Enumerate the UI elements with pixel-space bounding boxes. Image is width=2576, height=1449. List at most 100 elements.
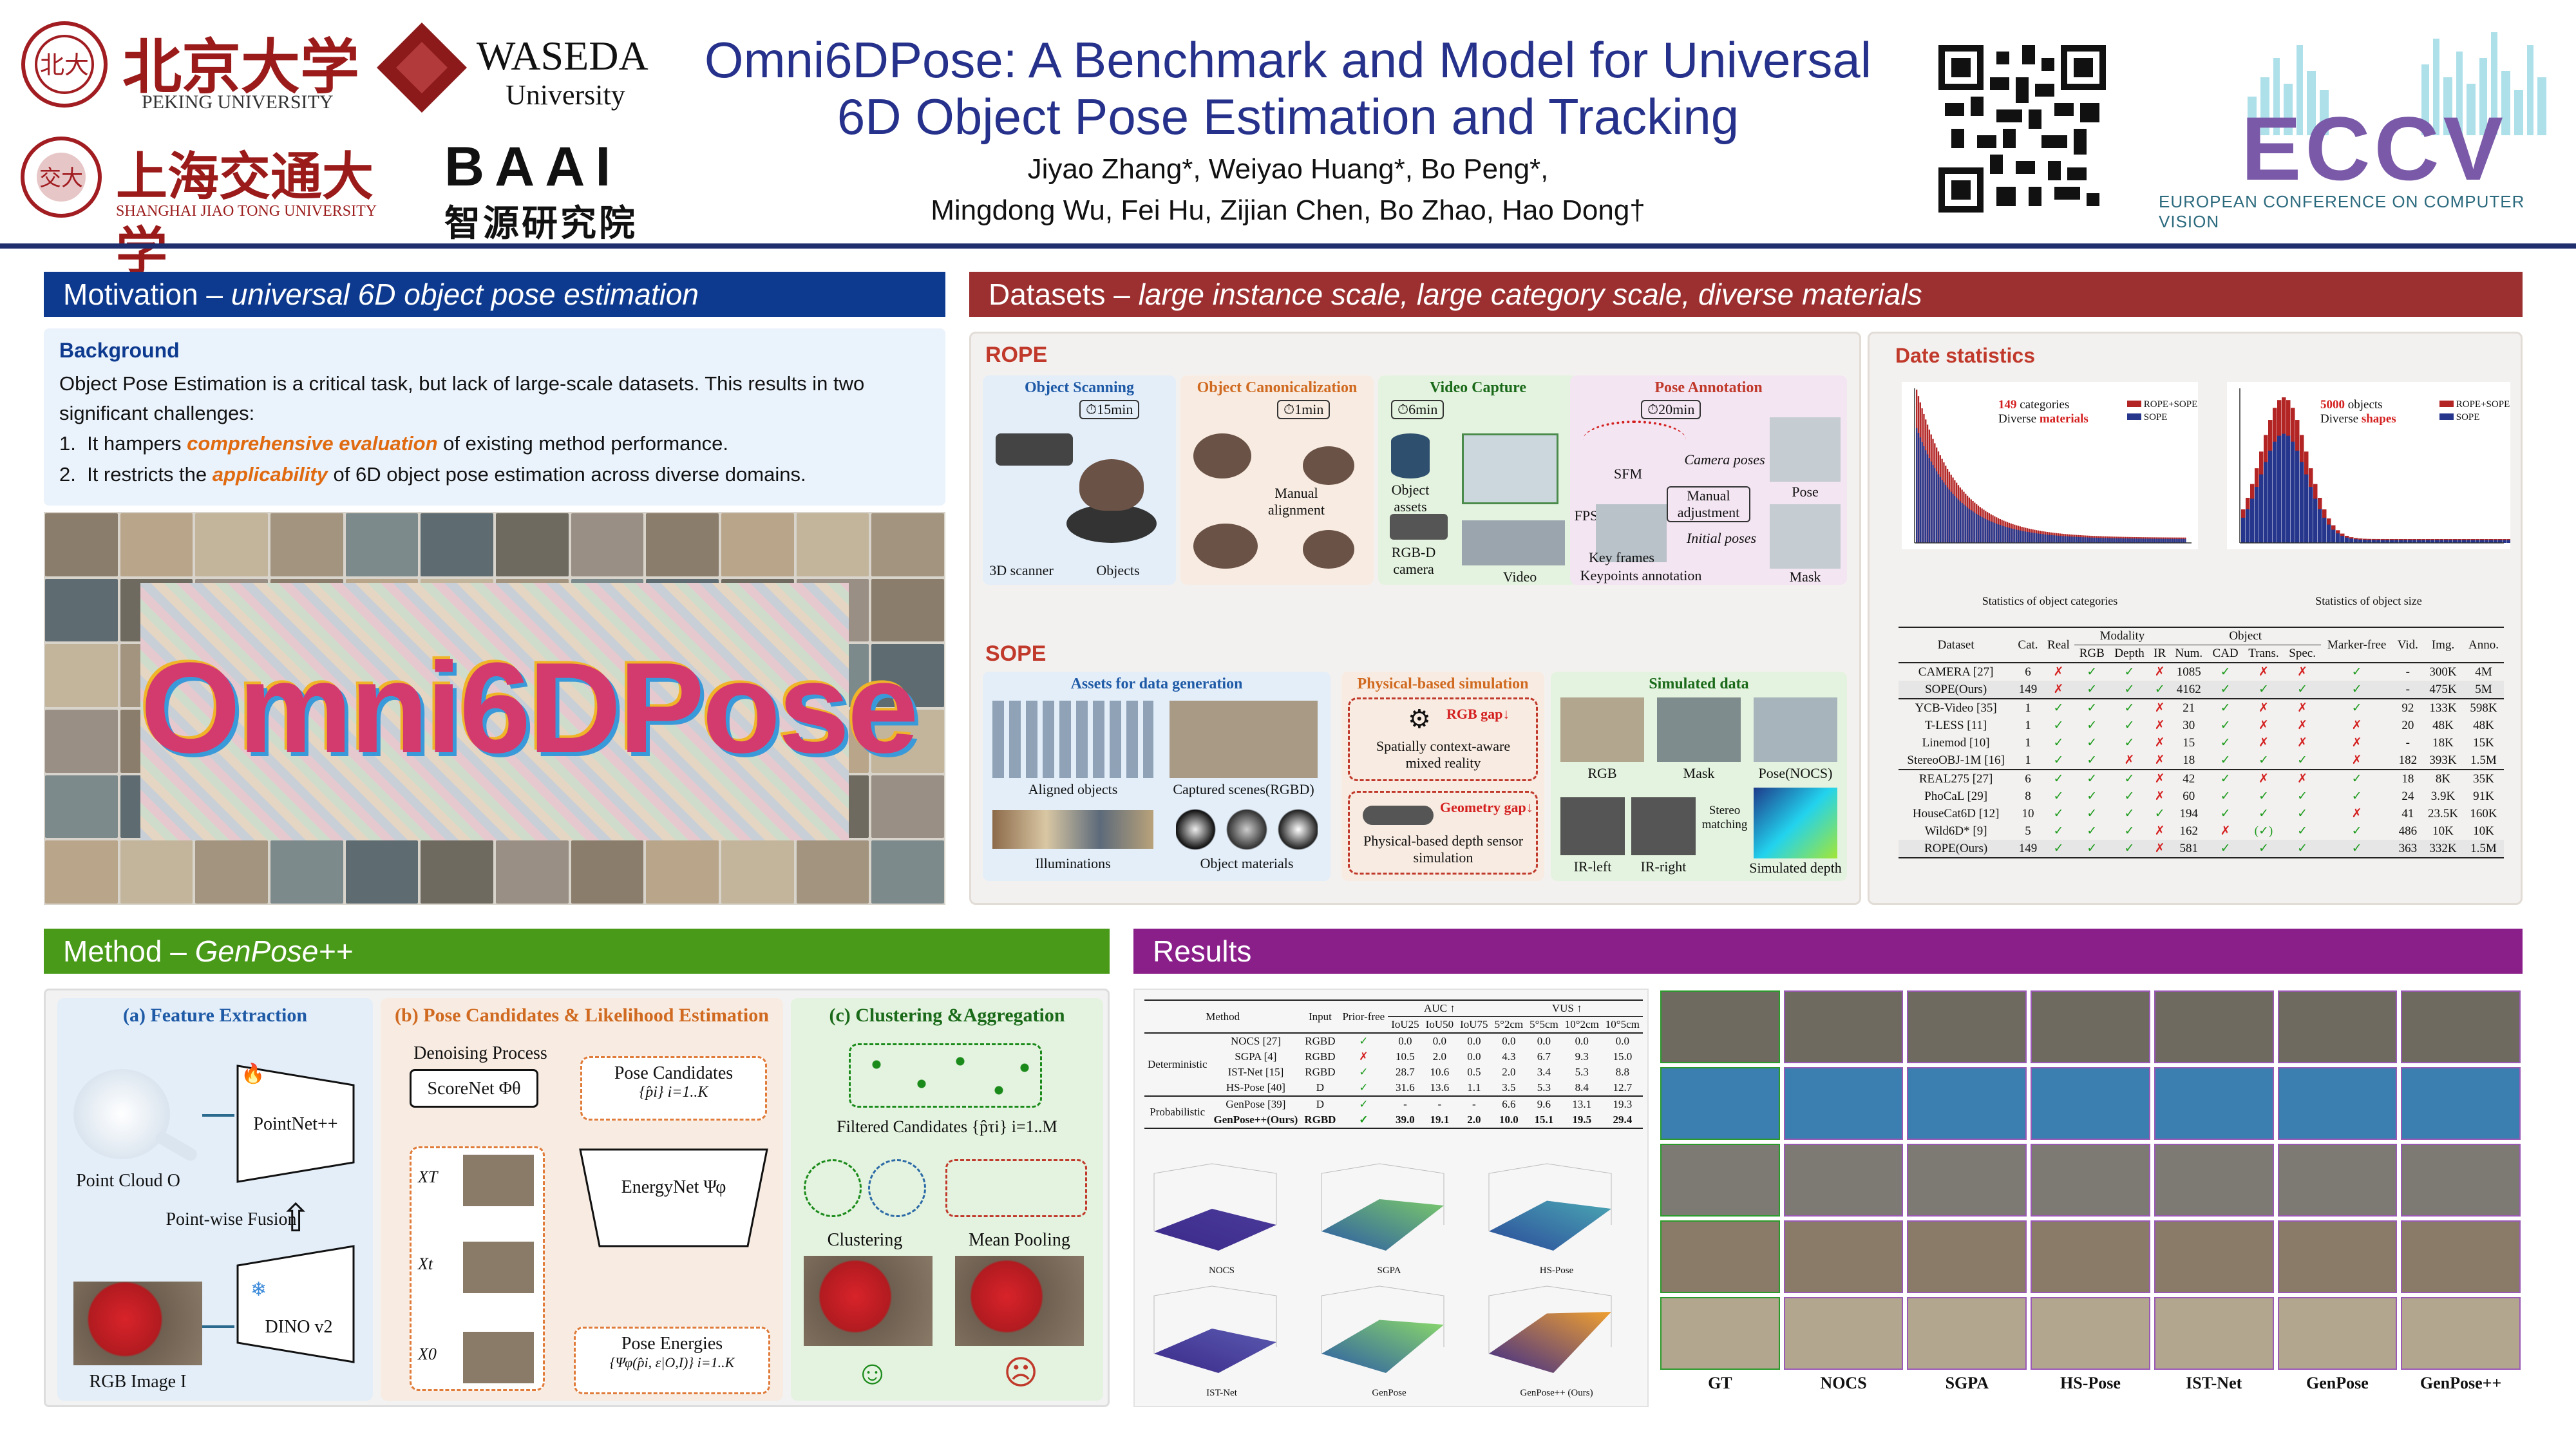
qualitative-column-label: IST-Net <box>2186 1374 2242 1392</box>
mosaic-thumb <box>345 840 419 904</box>
histogram-bar-sope <box>2116 538 2117 543</box>
table-cell: ✓ <box>2124 701 2135 715</box>
canon-teapot-1 <box>1193 433 1251 478</box>
energynet-box: EnergyNet Ψφ <box>621 1177 726 1197</box>
hist2-caption: Statistics of object size <box>2315 594 2422 607</box>
table-cell: 18 <box>2401 772 2414 786</box>
histogram-bar-sope <box>2175 538 2177 543</box>
pose-candidates-box: Pose Candidates {p̂i} i=1..K <box>580 1056 767 1121</box>
table-cell: 0.0 <box>1467 1035 1481 1047</box>
table-cell: ✓ <box>2053 753 2064 767</box>
surface-plot <box>1153 1163 1277 1251</box>
histogram-bar-sope <box>1961 502 1963 543</box>
qualitative-thumb <box>2031 1144 2150 1217</box>
pose-energies-box: Pose Energies {Ψφ(p̂i, ε|O,I)} i=1..K <box>574 1327 770 1394</box>
histogram-bar-sope <box>2300 462 2304 543</box>
qualitative-thumb <box>2154 1297 2274 1370</box>
histogram-bar-sope <box>2096 537 2098 543</box>
histogram-bar-sope <box>2003 526 2005 543</box>
table-cell: 19.1 <box>1430 1113 1450 1126</box>
table-cell: ✓ <box>2087 753 2098 767</box>
histogram-bar-sope <box>2358 539 2363 543</box>
table-cell: ✗ <box>2297 736 2308 750</box>
histogram-bar-sope <box>2439 540 2444 543</box>
table-cell: 29.4 <box>1613 1113 1633 1126</box>
histogram-bar-sope <box>2019 530 2021 543</box>
xt-mid-thumb <box>463 1242 534 1293</box>
qr-code-icon[interactable] <box>1938 45 2106 213</box>
frown-icon: ☹ <box>1003 1354 1039 1392</box>
mosaic-thumb <box>45 513 118 576</box>
histogram-bar-sope <box>2164 538 2166 543</box>
pointnet-encoder <box>236 1065 355 1183</box>
sim-pose-label: Pose(NOCS) <box>1758 765 1833 781</box>
header-divider <box>0 243 2576 249</box>
objects-label: Objects <box>1096 562 1140 578</box>
manual-adjustment-label: Manual adjustment <box>1667 486 1750 522</box>
table-cell: ✓ <box>2053 790 2064 803</box>
table-cell: Probabilistic <box>1150 1106 1206 1118</box>
illuminations-strip <box>992 810 1153 849</box>
table-cell: 1 <box>2025 701 2031 715</box>
clock-icon: ⏱ <box>1397 401 1409 417</box>
sope-simdata-box: Simulated data RGB Mask Pose(NOCS) IR-le… <box>1551 672 1847 881</box>
histogram-bar-sope <box>1954 495 1956 543</box>
histogram-bar-sope <box>2172 538 2174 543</box>
table-cell: ✓ <box>2124 790 2135 803</box>
mean-pooling-box <box>945 1159 1087 1217</box>
table-cell: 0.0 <box>1537 1035 1551 1047</box>
qualitative-thumb <box>1783 1220 1904 1293</box>
qualitative-thumb <box>1783 1067 1904 1140</box>
histogram-bar-sope <box>1965 506 1967 543</box>
histogram-bar-sope <box>2061 536 2063 543</box>
surface-mesh <box>1321 1199 1444 1251</box>
surface-plot <box>1488 1163 1612 1251</box>
histogram-bar-sope <box>1957 499 1960 543</box>
mosaic-thumb <box>871 578 944 642</box>
histogram-bar-sope <box>1956 497 1958 543</box>
histogram-bar-sope <box>2005 526 2007 543</box>
sim-rgb-thumb <box>1560 697 1644 762</box>
dataset-comparison-table: Dataset Cat. Real Modality Object Marker… <box>1899 627 2504 858</box>
poster-title-line2: 6D Object Pose Estimation and Tracking <box>837 88 1739 145</box>
table-cell: ✓ <box>2124 683 2135 696</box>
table-cell: ✓ <box>2124 772 2135 786</box>
table-cell: 15.0 <box>1613 1050 1633 1063</box>
mosaic-center <box>140 583 849 840</box>
scanner-device <box>996 433 1073 466</box>
histogram-bar-sope <box>2050 535 2052 543</box>
table-cell: ✓ <box>2154 683 2165 696</box>
keyframe-thumbs <box>1596 504 1667 562</box>
mosaic-thumb <box>496 840 569 904</box>
arrow-img-to-dino <box>202 1325 234 1328</box>
histogram-bar-sope <box>2081 537 2083 543</box>
denoising-label: Denoising Process <box>413 1043 547 1063</box>
canon-teapot-3 <box>1193 524 1258 569</box>
scan-title: Object Scanning <box>1024 379 1134 396</box>
table-cell: T-LESS [11] <box>1925 718 1987 732</box>
dino-label: DINO v2 <box>265 1317 333 1337</box>
histogram-bar-sope <box>1985 518 1987 543</box>
material-spheres <box>1176 807 1318 852</box>
histogram-bar-sope <box>2394 540 2399 543</box>
hist1-legend: ROPE+SOPE SOPE <box>2127 398 2197 424</box>
qualitative-thumb <box>2031 990 2150 1063</box>
assets-title: Assets for data generation <box>1070 676 1243 692</box>
table-cell: 6.6 <box>1502 1098 1516 1110</box>
fps-label: FPS <box>1574 507 1598 524</box>
histogram-bar-sope <box>2184 538 2186 543</box>
table-cell: 8.8 <box>1615 1066 1629 1078</box>
table-cell: 1 <box>2025 718 2031 732</box>
histogram-bar-sope <box>2507 540 2510 543</box>
table-cell: 0.0 <box>1467 1050 1481 1063</box>
histogram-bar-sope <box>2241 517 2246 543</box>
histogram-bar-sope <box>2070 536 2072 543</box>
table-cell: ✓ <box>2053 701 2064 715</box>
clustering-result-thumb <box>804 1256 933 1346</box>
table-cell: 9.6 <box>1537 1098 1551 1110</box>
table-cell: 486 <box>2398 824 2418 838</box>
histogram-bar-sope <box>2264 462 2268 543</box>
table-cell: D <box>1316 1081 1325 1094</box>
